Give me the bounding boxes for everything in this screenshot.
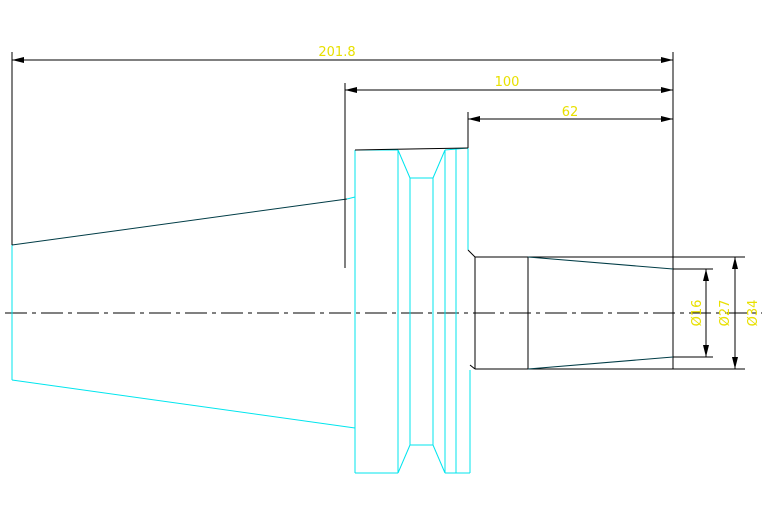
dim-shank-length-text: 100 [495, 75, 520, 90]
dimension-diameter-outer: Ø34 [746, 300, 761, 327]
dimension-diameter-inner: Ø16 [673, 268, 713, 358]
dim-diameter-mid-text: Ø27 [718, 300, 733, 327]
taper-shank [11, 196, 356, 429]
dimension-bore-depth: 62 [467, 105, 673, 148]
dimension-overall-length: 201.8 [11, 45, 674, 257]
dimension-shank-length: 100 [344, 75, 673, 195]
taper-bottom-edge [11, 379, 356, 429]
bore-taper [527, 256, 674, 370]
flange [354, 147, 471, 474]
dim-diameter-outer-text: Ø34 [746, 300, 761, 327]
dim-bore-depth-text: 62 [562, 105, 579, 120]
dim-diameter-inner-text: Ø16 [690, 300, 705, 327]
nose-body [467, 249, 674, 370]
dim-overall-length-text: 201.8 [318, 45, 355, 60]
flange-top-outline [354, 147, 469, 151]
dimension-diameter-mid: Ø27 [673, 256, 745, 370]
taper-end-line [346, 196, 356, 200]
taper-top-edge [11, 198, 348, 246]
